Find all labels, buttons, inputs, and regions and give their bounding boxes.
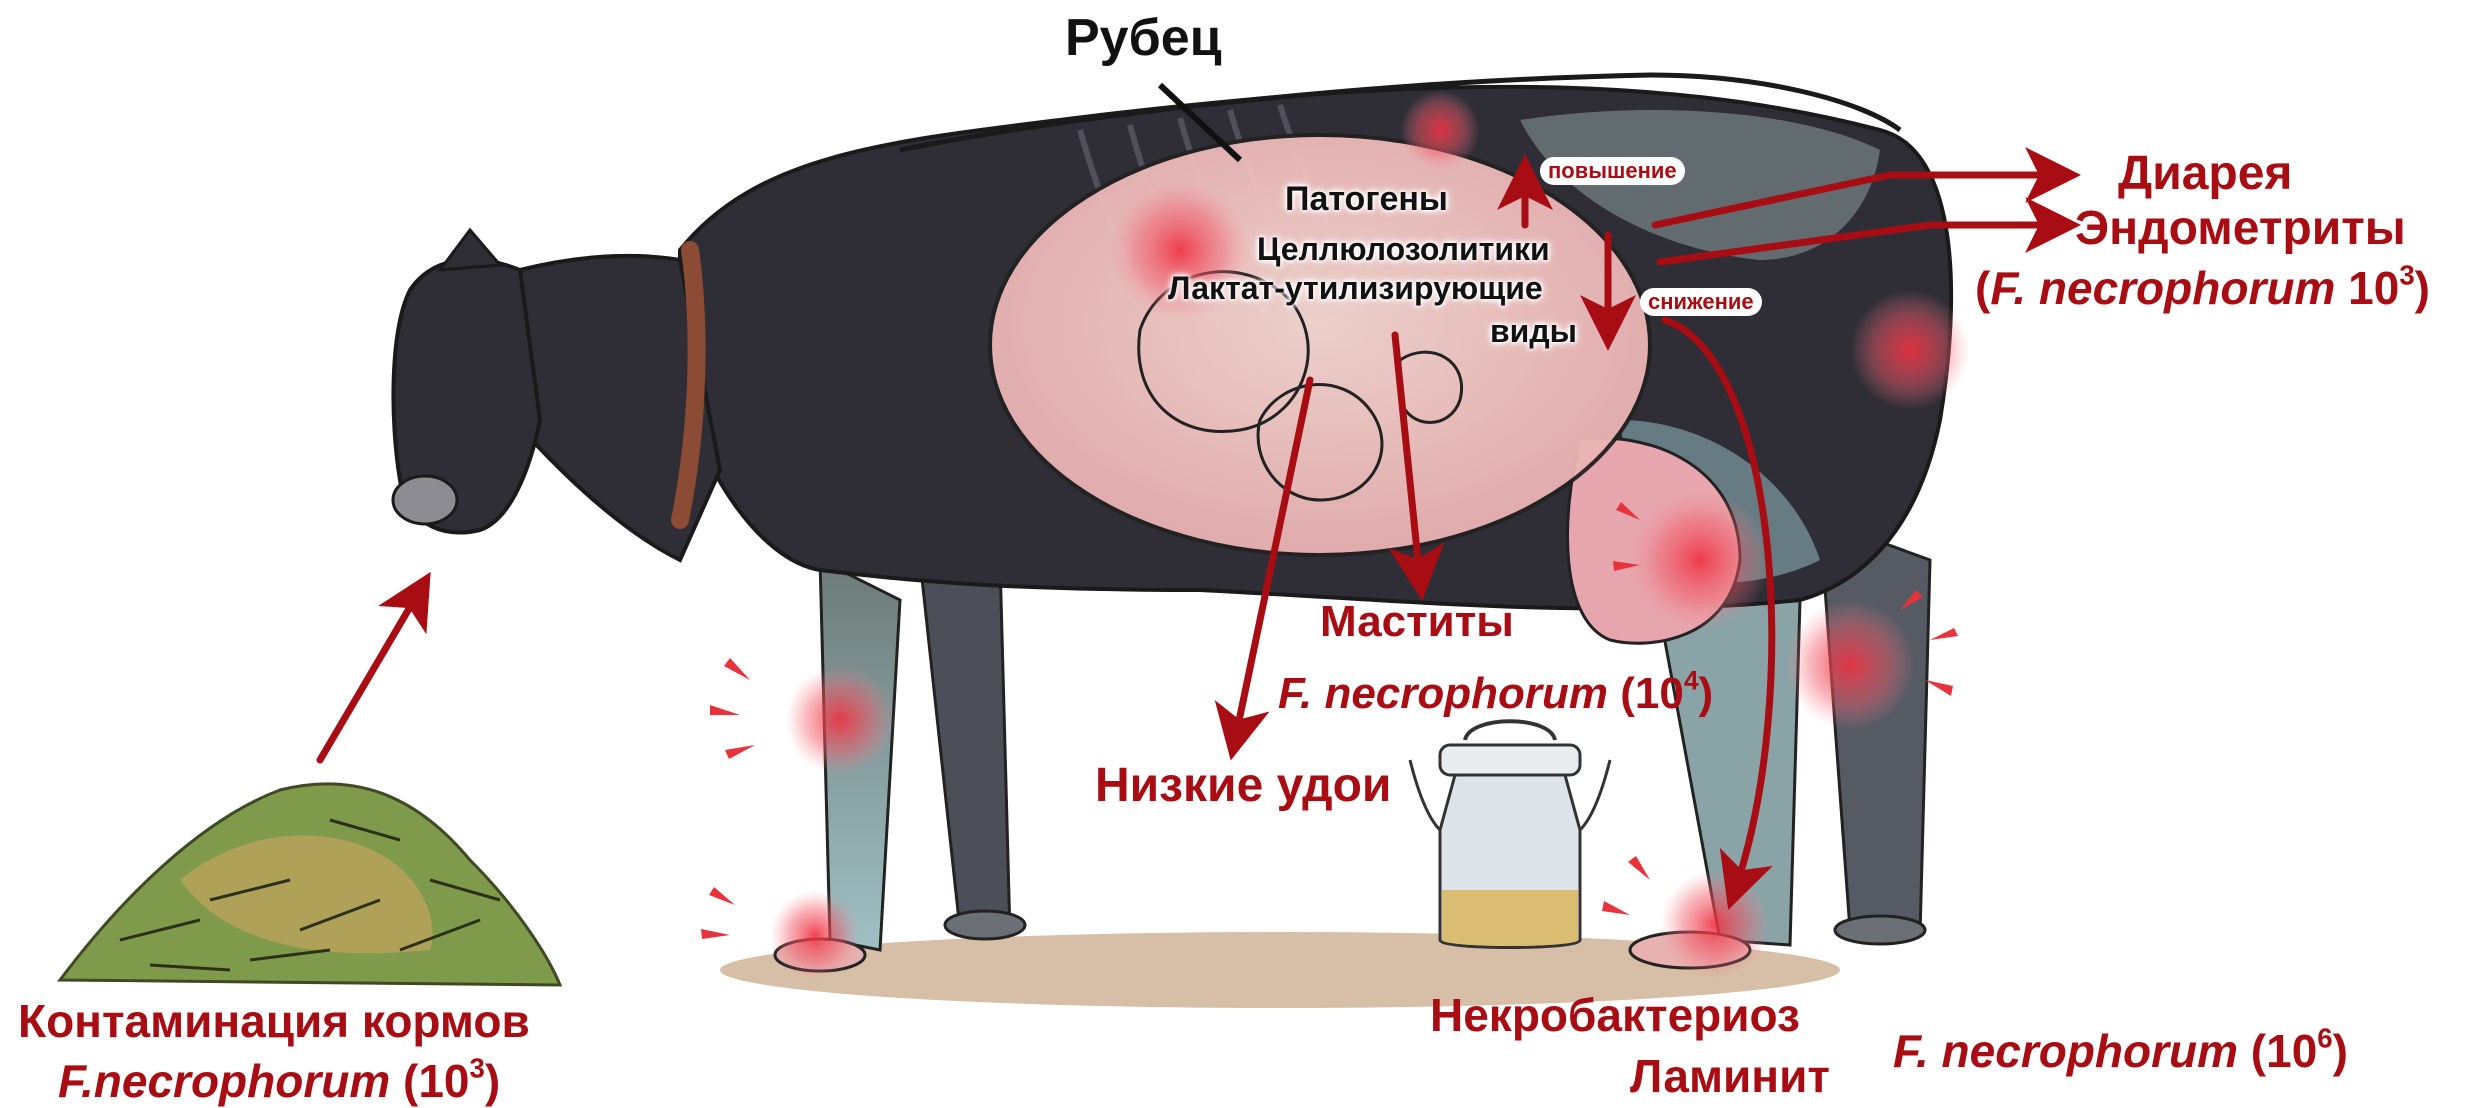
- laminitis-label: Ламинит: [1630, 1053, 1830, 1099]
- endometritis-label: Эндометриты: [2075, 205, 2406, 253]
- mastitis-count: F. necrophorum (104): [1278, 672, 1713, 716]
- low-milk-label: Низкие удои: [1095, 762, 1391, 810]
- cellulolytics-label: Целлюлозолитики: [1257, 233, 1550, 265]
- mastitis-label: Маститы: [1320, 600, 1514, 644]
- pathogens-label: Патогены: [1285, 182, 1448, 216]
- arrow-feed-to-cow: [320, 590, 420, 760]
- feed-contamination-label: Контаминация кормов: [18, 998, 530, 1044]
- milk-can: [1410, 721, 1610, 947]
- necrobacteriosis-label: Некробактериоз: [1430, 992, 1800, 1038]
- diarrhea-label: Диарея: [2118, 150, 2292, 198]
- endometritis-count: (F. necrophorum 103): [1975, 265, 2430, 311]
- lactate-label-line2: виды: [1490, 315, 1577, 347]
- lactate-label-line1: Лактат-утилизирующие: [1168, 272, 1543, 304]
- decrease-badge: снижение: [1640, 288, 1762, 316]
- increase-badge: повышение: [1540, 157, 1685, 185]
- hoof-count: F. necrophorum (106): [1893, 1028, 2348, 1074]
- feed-count: F.necrophorum (103): [58, 1058, 500, 1104]
- hay-pile: [60, 784, 560, 985]
- rumen-title: Рубец: [1065, 12, 1222, 64]
